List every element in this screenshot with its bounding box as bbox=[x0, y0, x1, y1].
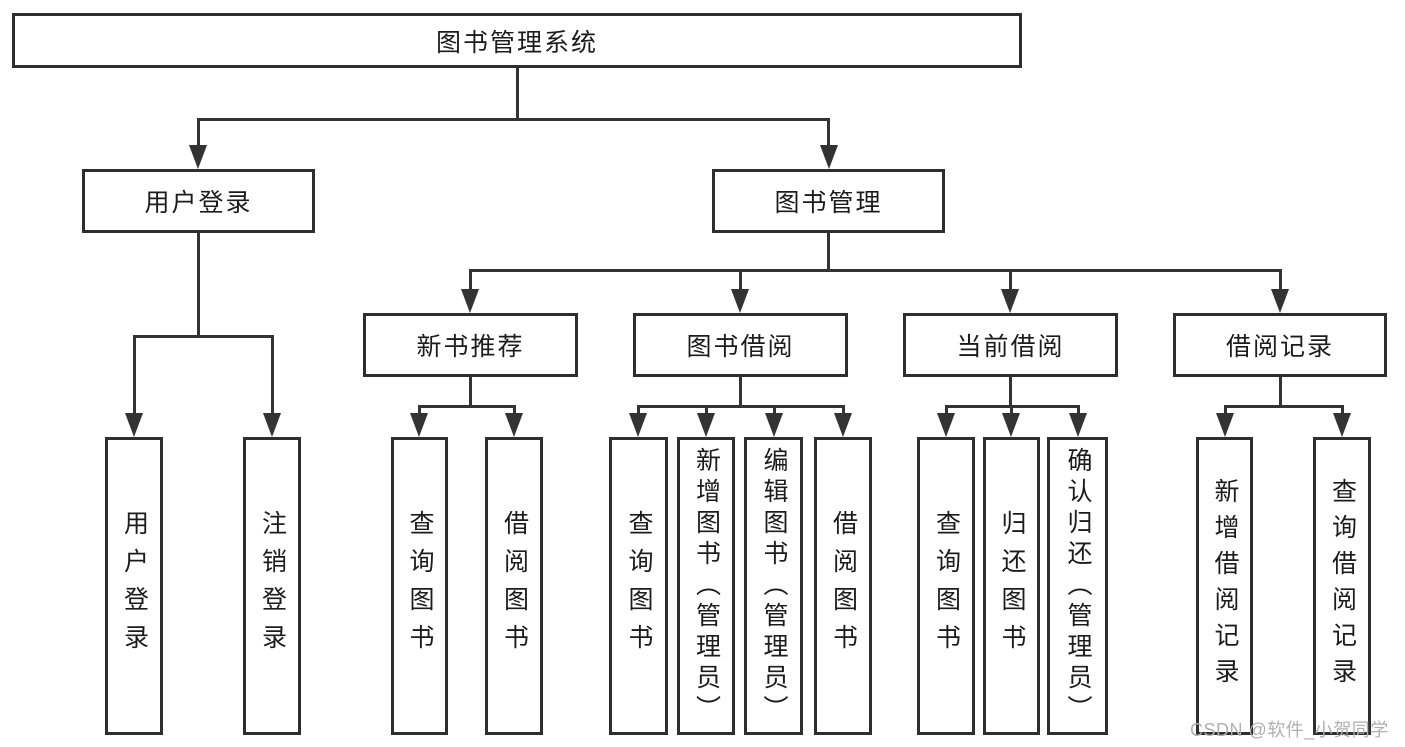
connector-line bbox=[1009, 377, 1012, 405]
leaf-bb-borrow-books: 借阅图书 bbox=[814, 437, 872, 735]
connector-line bbox=[842, 405, 845, 417]
leaf-cb-query-books: 查询图书 bbox=[917, 437, 975, 735]
leaf-user-login: 用户登录 bbox=[105, 437, 163, 735]
node-current-borrow-label: 当前借阅 bbox=[956, 333, 1065, 361]
leaf-bb-query-books-label: 查询图书 bbox=[625, 510, 653, 662]
arrow-down-icon bbox=[765, 413, 783, 437]
leaf-bb-edit-books-admin-label: 编辑图书（管理员） bbox=[760, 446, 788, 726]
connector-line bbox=[705, 405, 708, 417]
connector-line bbox=[197, 233, 200, 335]
connector-line bbox=[418, 405, 421, 417]
node-system-root: 图书管理系统 bbox=[12, 13, 1022, 68]
connector-line bbox=[469, 377, 472, 405]
node-book-borrow-label: 图书借阅 bbox=[686, 333, 795, 361]
arrow-down-icon bbox=[1069, 413, 1087, 437]
connector-line bbox=[516, 68, 519, 120]
arrow-down-icon bbox=[1333, 413, 1351, 437]
arrow-down-icon bbox=[263, 413, 281, 437]
arrow-down-icon bbox=[125, 413, 143, 437]
arrow-down-icon bbox=[937, 413, 955, 437]
connector-line bbox=[1341, 405, 1344, 417]
csdn-watermark: CSDN @软件_小贺同学 bbox=[1190, 720, 1389, 740]
leaf-nbr-borrow-books: 借阅图书 bbox=[485, 437, 543, 735]
connector-line bbox=[469, 269, 472, 293]
node-borrow-record-label: 借阅记录 bbox=[1225, 333, 1334, 361]
leaf-logout: 注销登录 bbox=[243, 437, 301, 735]
node-book-management-label: 图书管理 bbox=[774, 189, 883, 217]
leaf-nbr-query-books: 查询图书 bbox=[391, 437, 448, 735]
connector-line bbox=[945, 405, 948, 417]
leaf-cb-return-books: 归还图书 bbox=[983, 437, 1040, 735]
leaf-bb-borrow-books-label: 借阅图书 bbox=[829, 510, 858, 662]
leaf-br-add-record-label: 新增借阅记录 bbox=[1211, 478, 1239, 694]
node-user-login: 用户登录 bbox=[82, 169, 315, 233]
connector-line bbox=[1010, 405, 1013, 417]
connector-line bbox=[1279, 377, 1282, 405]
connector-line bbox=[773, 405, 776, 417]
connector-line bbox=[637, 405, 640, 417]
node-system-root-label: 图书管理系统 bbox=[435, 28, 598, 57]
arrow-down-icon bbox=[505, 413, 523, 437]
arrow-down-icon bbox=[820, 145, 838, 169]
arrow-down-icon bbox=[629, 413, 647, 437]
node-new-book-recommend-label: 新书推荐 bbox=[416, 333, 525, 361]
arrow-down-icon bbox=[1002, 413, 1020, 437]
leaf-br-query-record: 查询借阅记录 bbox=[1313, 437, 1371, 735]
connector-line bbox=[197, 118, 830, 121]
connector-line bbox=[1224, 405, 1227, 417]
connector-line bbox=[469, 269, 1281, 272]
leaf-nbr-query-books-label: 查询图书 bbox=[406, 510, 434, 662]
leaf-br-query-record-label: 查询借阅记录 bbox=[1328, 478, 1357, 694]
connector-line bbox=[1224, 405, 1343, 408]
node-user-login-label: 用户登录 bbox=[144, 189, 253, 217]
connector-line bbox=[739, 269, 742, 293]
connector-line bbox=[418, 405, 516, 408]
leaf-br-add-record: 新增借阅记录 bbox=[1196, 437, 1253, 735]
leaf-bb-edit-books-admin: 编辑图书（管理员） bbox=[744, 437, 803, 735]
arrow-down-icon bbox=[731, 289, 749, 313]
connector-line bbox=[271, 335, 274, 419]
leaf-nbr-borrow-books-label: 借阅图书 bbox=[500, 510, 529, 662]
leaf-logout-label: 注销登录 bbox=[258, 510, 287, 662]
leaf-bb-add-books-admin: 新增图书（管理员） bbox=[677, 437, 735, 735]
arrow-down-icon bbox=[1271, 289, 1289, 313]
leaf-cb-confirm-return-admin-label: 确认归还（管理员） bbox=[1064, 446, 1092, 726]
connector-line bbox=[827, 118, 830, 148]
connector-line bbox=[1279, 269, 1282, 293]
arrow-down-icon bbox=[1216, 413, 1234, 437]
leaf-bb-query-books: 查询图书 bbox=[609, 437, 668, 735]
node-borrow-record: 借阅记录 bbox=[1173, 313, 1387, 377]
connector-line bbox=[1077, 405, 1080, 417]
node-book-borrow: 图书借阅 bbox=[633, 313, 848, 377]
arrow-down-icon bbox=[834, 413, 852, 437]
connector-line bbox=[133, 335, 136, 419]
connector-line bbox=[637, 405, 845, 408]
arrow-down-icon bbox=[461, 289, 479, 313]
connector-line bbox=[133, 335, 274, 338]
node-current-borrow: 当前借阅 bbox=[903, 313, 1118, 377]
connector-line bbox=[1009, 269, 1012, 293]
node-book-management: 图书管理 bbox=[712, 169, 945, 233]
arrow-down-icon bbox=[1001, 289, 1019, 313]
leaf-user-login-label: 用户登录 bbox=[120, 510, 149, 662]
leaf-cb-confirm-return-admin: 确认归还（管理员） bbox=[1047, 437, 1108, 735]
arrow-down-icon bbox=[697, 413, 715, 437]
connector-line bbox=[739, 377, 742, 405]
arrow-down-icon bbox=[410, 413, 428, 437]
node-new-book-recommend: 新书推荐 bbox=[363, 313, 578, 377]
arrow-down-icon bbox=[189, 145, 207, 169]
leaf-bb-add-books-admin-label: 新增图书（管理员） bbox=[692, 446, 721, 726]
connector-line bbox=[197, 118, 200, 148]
connector-line bbox=[827, 233, 830, 269]
leaf-cb-query-books-label: 查询图书 bbox=[932, 510, 961, 662]
leaf-cb-return-books-label: 归还图书 bbox=[998, 510, 1026, 662]
connector-line bbox=[513, 405, 516, 417]
